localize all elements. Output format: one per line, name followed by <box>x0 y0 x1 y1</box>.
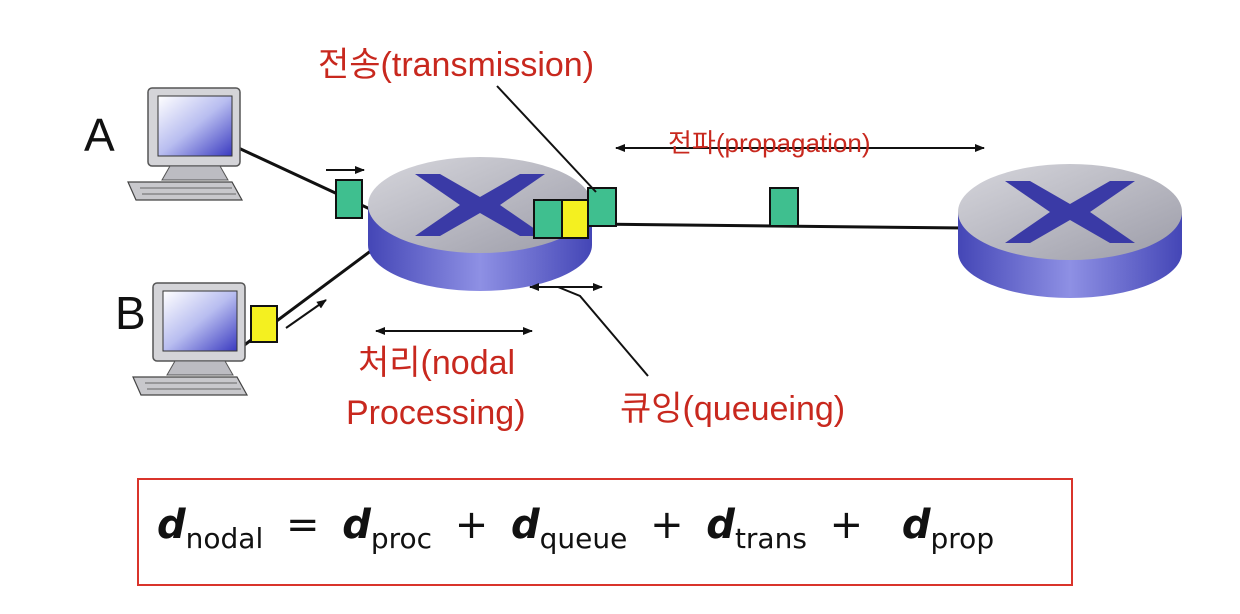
queueing-pointer <box>557 286 649 377</box>
formula-plus: + <box>454 502 489 548</box>
packet-icon <box>533 199 563 239</box>
formula-plus: + <box>829 502 864 548</box>
host-a-label: A <box>84 109 115 161</box>
processing-label-line2: Processing) <box>346 394 526 432</box>
computer-icon <box>132 282 249 396</box>
host-b-label: B <box>115 287 146 339</box>
formula-equals: = <box>285 502 320 548</box>
formula-term-var: d <box>706 502 735 548</box>
transmission-pointer <box>496 85 597 193</box>
formula-term-var: d <box>342 502 371 548</box>
queueing-label: 큐잉(queueing) <box>620 390 846 428</box>
formula-term-var: d <box>901 502 931 548</box>
formula-lhs-sub: nodal <box>185 522 264 555</box>
packet-icon <box>561 199 589 239</box>
router-icon <box>958 164 1182 298</box>
formula-term-sub: prop <box>930 522 995 555</box>
nodal-delay-formula-box: dnodal = dproc + dqueue + dtrans + dprop <box>137 478 1073 586</box>
transmission-label: 전송(transmission) <box>318 46 595 84</box>
computer-icon <box>127 87 244 201</box>
packet-icon <box>250 305 278 343</box>
formula-term-var: d <box>510 502 540 548</box>
formula-lhs-var: d <box>157 502 186 548</box>
formula-term-sub: queue <box>539 522 628 555</box>
nodal-delay-formula: dnodal = dproc + dqueue + dtrans + dprop <box>157 502 994 555</box>
processing-label-line1: 처리(nodal <box>358 344 516 382</box>
propagation-label: 전파(propagation) <box>668 128 871 158</box>
packet-icon <box>335 179 363 219</box>
formula-plus: + <box>650 502 684 548</box>
formula-term-sub: trans <box>734 522 807 555</box>
packet-icon <box>769 187 799 227</box>
arrow-icon <box>285 299 327 329</box>
formula-term-sub: proc <box>370 522 433 555</box>
packet-icon <box>587 187 617 227</box>
